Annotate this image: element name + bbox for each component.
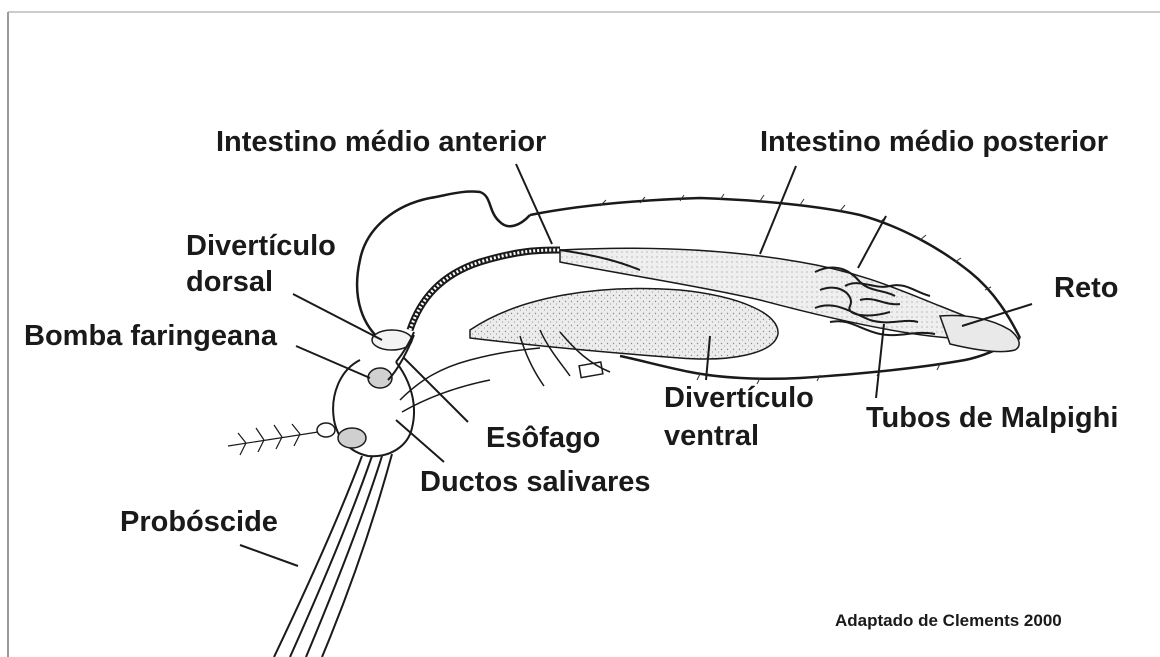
label-ductos-salivares: Ductos salivares [420, 468, 651, 497]
salivary-duct-line-2 [402, 380, 490, 412]
leader-intestino-medio-posterior [760, 166, 796, 254]
label-diverticulo-dorsal-line2: dorsal [186, 268, 273, 297]
label-esofago: Esôfago [486, 424, 600, 453]
label-intestino-medio-posterior: Intestino médio posterior [760, 128, 1108, 157]
label-reto: Reto [1054, 274, 1118, 303]
leader-intestino-medio-anterior [516, 164, 552, 244]
leader-tubos-de-malpighi [876, 324, 884, 398]
leader-diverticulo-dorsal [293, 294, 382, 340]
leader-bomba-faringeana [296, 346, 370, 378]
label-intestino-medio-anterior: Intestino médio anterior [216, 128, 546, 157]
ventral-diverticulum-shape [470, 289, 778, 359]
antenna [228, 424, 318, 455]
label-proboscide: Probóscide [120, 508, 278, 537]
label-diverticulo-ventral-line1: Divertículo [664, 384, 814, 413]
leader-lines [240, 164, 1032, 566]
pharyngeal-pump-shape [368, 368, 392, 388]
proboscis [274, 454, 392, 657]
label-tubos-de-malpighi: Tubos de Malpighi [866, 404, 1118, 433]
antenna-base [317, 423, 335, 437]
leader-malpighi-top [858, 216, 886, 268]
label-bomba-faringeana: Bomba faringeana [24, 322, 277, 351]
label-diverticulo-dorsal-line1: Divertículo [186, 232, 336, 261]
eye-shape [338, 428, 366, 448]
source-credit: Adaptado de Clements 2000 [835, 612, 1062, 629]
leader-proboscide [240, 545, 298, 566]
label-diverticulo-ventral-line2: ventral [664, 422, 759, 451]
leader-ductos-salivares [396, 420, 444, 462]
